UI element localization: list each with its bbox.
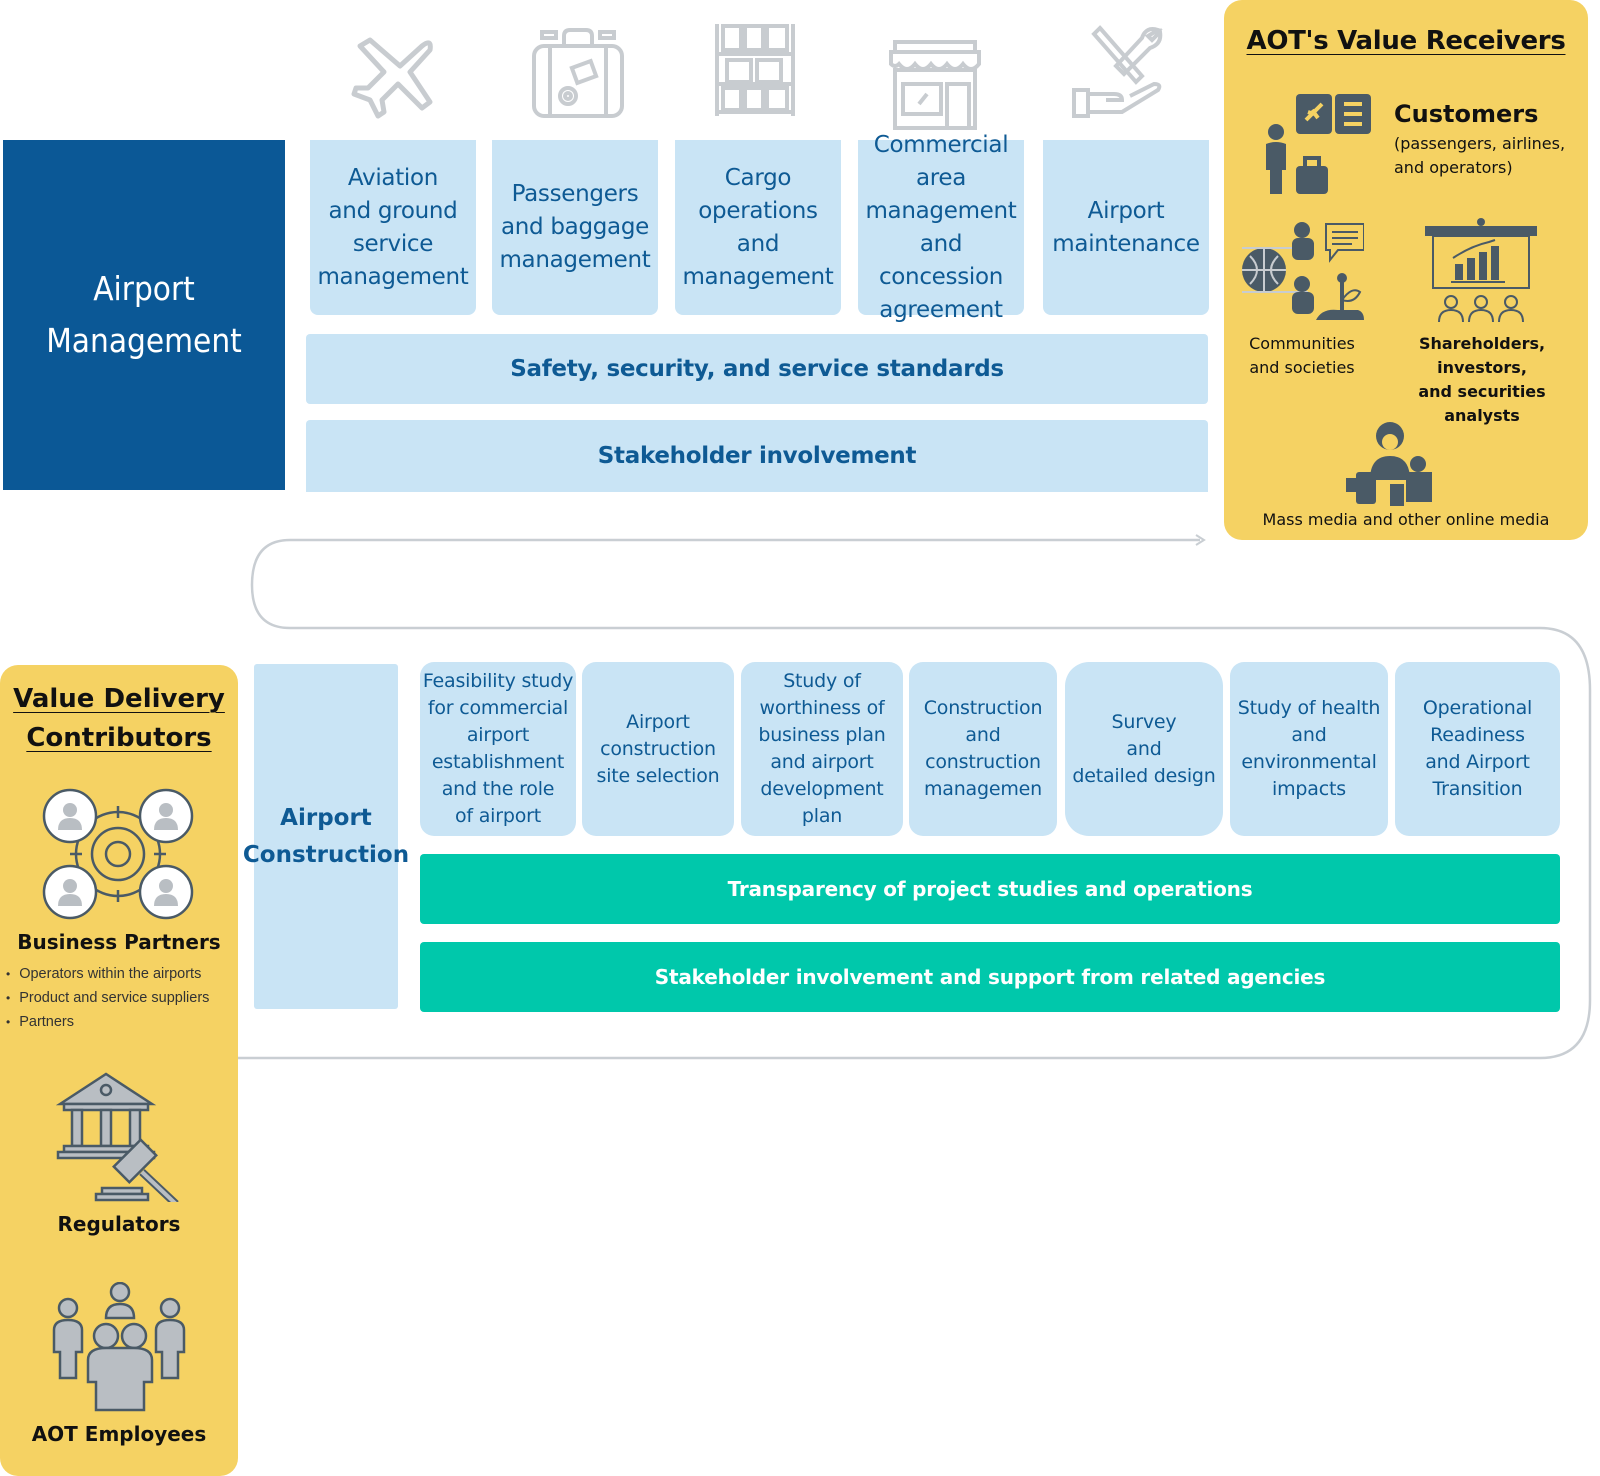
airport-management-title-line2: Management bbox=[46, 321, 242, 360]
agency-support-band: Stakeholder involvement and support from… bbox=[420, 942, 1560, 1012]
list-item: Partners bbox=[6, 1010, 209, 1034]
service-card-commercial: Commercial area management and concessio… bbox=[858, 132, 1024, 323]
storefront-icon bbox=[885, 34, 985, 134]
safety-standards-band: Safety, security, and service standards bbox=[306, 334, 1208, 404]
value-delivery-contributors-panel bbox=[0, 665, 238, 1476]
regulators-label: Regulators bbox=[57, 1212, 181, 1236]
service-card-aviation: Aviation and ground service management bbox=[310, 140, 476, 315]
shareholders-icon bbox=[1425, 218, 1537, 328]
airport-management-title-line1: Airport bbox=[93, 269, 195, 308]
airport-management-block: Airport Management bbox=[3, 140, 285, 490]
contributors-title: Value Delivery Contributors bbox=[13, 684, 225, 753]
step-business-plan-study: Study of worthiness of business plan and… bbox=[741, 662, 903, 836]
shareholders-label: Shareholders, investors, and securities … bbox=[1418, 334, 1546, 425]
airplane-icon bbox=[340, 24, 440, 124]
cargo-shelf-icon bbox=[705, 20, 805, 120]
step-health-environment: Study of health and environmental impact… bbox=[1230, 662, 1388, 836]
employees-icon bbox=[52, 1281, 188, 1412]
communities-icon bbox=[1242, 220, 1365, 330]
value-receivers-title: AOT's Value Receivers bbox=[1246, 26, 1566, 56]
service-card-cargo: Cargo operations and management bbox=[675, 140, 841, 315]
employees-label: AOT Employees bbox=[31, 1422, 207, 1446]
step-site-selection: Airport construction site selection bbox=[582, 662, 734, 836]
list-item: Product and service suppliers bbox=[6, 986, 209, 1010]
service-card-maintenance: Airport maintenance bbox=[1043, 140, 1209, 315]
customers-title: Customers bbox=[1394, 100, 1539, 128]
business-partners-list: Operators within the airports Product an… bbox=[6, 962, 209, 1034]
business-partners-title: Business Partners bbox=[17, 930, 221, 954]
step-construction-management: Construction and construction managemen bbox=[909, 662, 1057, 836]
service-card-passengers: Passengers and baggage management bbox=[492, 140, 658, 315]
communities-label: Communities and societies bbox=[1249, 334, 1355, 377]
list-item: Operators within the airports bbox=[6, 962, 209, 986]
customers-subtitle: (passengers, airlines, and operators) bbox=[1394, 134, 1566, 177]
step-operational-readiness: Operational Readiness and Airport Transi… bbox=[1395, 662, 1560, 836]
mass-media-label: Mass media and other online media bbox=[1262, 510, 1550, 529]
stakeholder-involvement-band: Stakeholder involvement bbox=[306, 420, 1208, 492]
maintenance-tools-icon bbox=[1070, 20, 1170, 120]
customers-icon bbox=[1262, 90, 1372, 200]
airport-construction-block: Airport Construction bbox=[243, 664, 409, 1009]
step-feasibility-study: Feasibility study for commercial airport… bbox=[420, 662, 576, 836]
transparency-band: Transparency of project studies and oper… bbox=[420, 854, 1560, 924]
regulators-icon bbox=[55, 1070, 184, 1207]
step-survey-design: Survey and detailed design bbox=[1065, 662, 1223, 836]
mass-media-icon bbox=[1346, 420, 1436, 508]
business-partners-icon bbox=[42, 788, 194, 920]
suitcase-icon bbox=[528, 24, 628, 124]
